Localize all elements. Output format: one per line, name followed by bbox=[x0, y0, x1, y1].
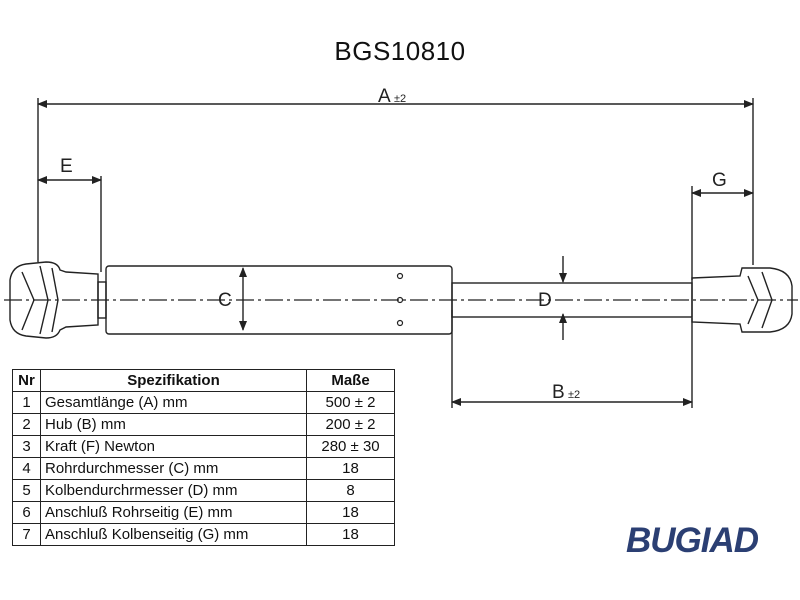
label-a-tolerance: ±2 bbox=[394, 93, 406, 105]
row-value: 280 ± 30 bbox=[306, 435, 395, 458]
label-b: B bbox=[552, 382, 565, 403]
specification-table: Nr Spezifikation Maße 1 Gesamtlänge (A) … bbox=[12, 369, 395, 546]
row-value: 500 ± 2 bbox=[306, 391, 395, 414]
header-spezifikation: Spezifikation bbox=[40, 369, 307, 392]
table-row: 3 Kraft (F) Newton 280 ± 30 bbox=[12, 435, 395, 458]
table-header-row: Nr Spezifikation Maße bbox=[12, 369, 395, 392]
table-row: 7 Anschluß Kolbenseitig (G) mm 18 bbox=[12, 523, 395, 546]
row-value: 18 bbox=[306, 501, 395, 524]
row-nr: 7 bbox=[12, 523, 41, 546]
table-row: 4 Rohrdurchmesser (C) mm 18 bbox=[12, 457, 395, 480]
table-row: 2 Hub (B) mm 200 ± 2 bbox=[12, 413, 395, 436]
row-spec: Anschluß Kolbenseitig (G) mm bbox=[40, 523, 307, 546]
row-nr: 1 bbox=[12, 391, 41, 414]
row-value: 18 bbox=[306, 457, 395, 480]
row-spec: Kolbendurchrmesser (D) mm bbox=[40, 479, 307, 502]
right-end-fitting bbox=[691, 267, 793, 333]
row-spec: Hub (B) mm bbox=[40, 413, 307, 436]
row-spec: Anschluß Rohrseitig (E) mm bbox=[40, 501, 307, 524]
row-nr: 6 bbox=[12, 501, 41, 524]
header-nr: Nr bbox=[12, 369, 41, 392]
table-row: 5 Kolbendurchrmesser (D) mm 8 bbox=[12, 479, 395, 502]
tube-marker-top bbox=[396, 272, 404, 280]
table-row: 1 Gesamtlänge (A) mm 500 ± 2 bbox=[12, 391, 395, 414]
label-c: C bbox=[218, 290, 232, 311]
left-end-fitting bbox=[9, 261, 99, 339]
row-spec: Kraft (F) Newton bbox=[40, 435, 307, 458]
label-g: G bbox=[712, 170, 727, 191]
row-nr: 2 bbox=[12, 413, 41, 436]
row-nr: 5 bbox=[12, 479, 41, 502]
row-value: 18 bbox=[306, 523, 395, 546]
label-a: A bbox=[378, 86, 391, 107]
label-d: D bbox=[538, 290, 552, 311]
part-number-title: BGS10810 bbox=[334, 36, 466, 66]
header-masse: Maße bbox=[306, 369, 395, 392]
label-b-tolerance: ±2 bbox=[568, 389, 580, 401]
row-spec: Gesamtlänge (A) mm bbox=[40, 391, 307, 414]
row-nr: 4 bbox=[12, 457, 41, 480]
bugiad-logo: BUGIAD bbox=[626, 521, 759, 560]
table-row: 6 Anschluß Rohrseitig (E) mm 18 bbox=[12, 501, 395, 524]
row-spec: Rohrdurchmesser (C) mm bbox=[40, 457, 307, 480]
row-value: 200 ± 2 bbox=[306, 413, 395, 436]
row-nr: 3 bbox=[12, 435, 41, 458]
tube-marker-bottom bbox=[396, 319, 404, 327]
label-e: E bbox=[60, 156, 73, 177]
row-value: 8 bbox=[306, 479, 395, 502]
